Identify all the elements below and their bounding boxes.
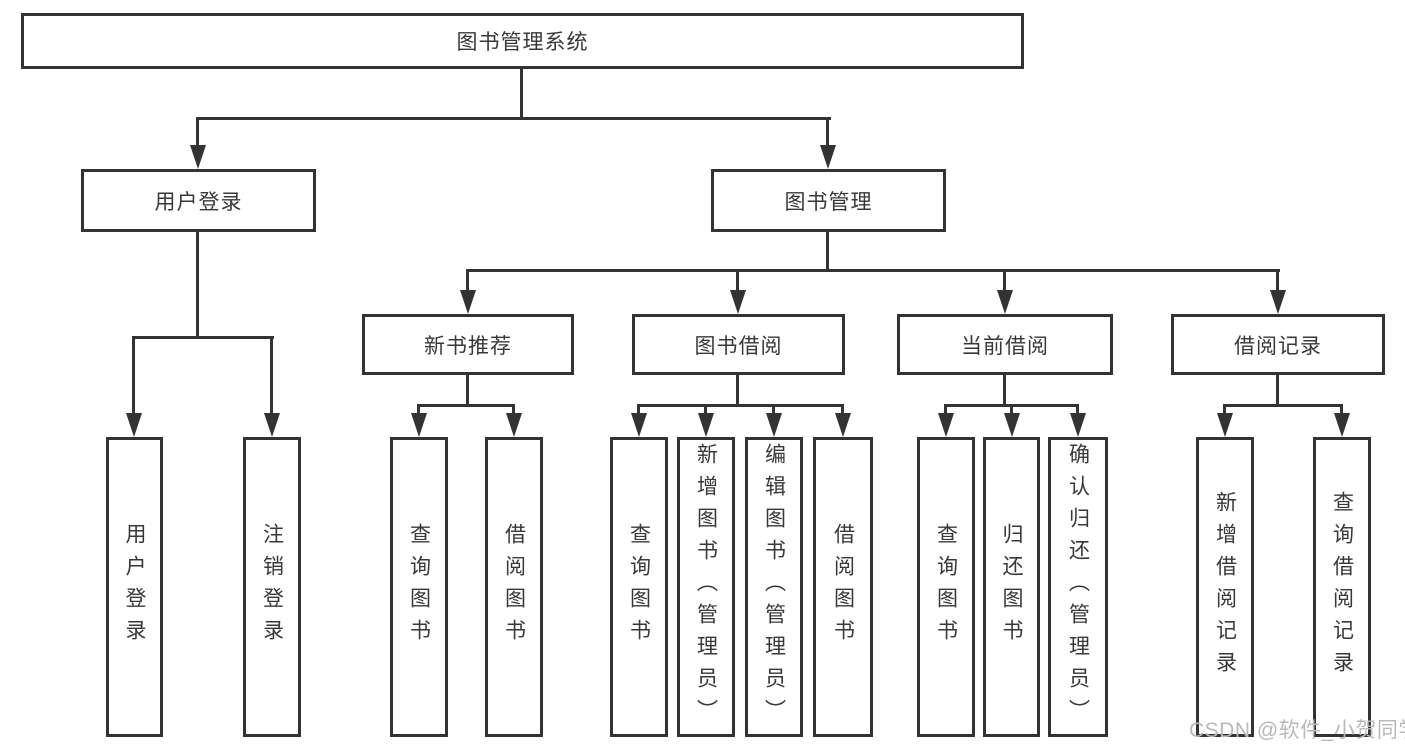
node-book-management: 图书管理 <box>711 169 946 232</box>
leaf-borrow-borrow: 借阅图书 <box>813 437 873 737</box>
node-book-borrow-label: 图书借阅 <box>694 334 783 358</box>
leaf-newbooks-borrow: 借阅图书 <box>485 437 543 737</box>
arrowhead-to-leaf-current-confirm <box>1070 413 1086 437</box>
leaf-logout: 注销登录 <box>243 437 301 737</box>
leaf-borrow-add-admin-label: 新增图书（管理员） <box>694 443 718 731</box>
connector-branch-newbooks <box>417 404 515 407</box>
arrowhead-to-leaf-records-add <box>1217 413 1233 437</box>
leaf-current-confirm-admin: 确认归还（管理员） <box>1048 437 1108 737</box>
connector-branch-bookborrow <box>637 404 843 407</box>
leaf-logout-label: 注销登录 <box>260 523 284 651</box>
node-user-login-label: 用户登录 <box>154 190 243 214</box>
connector-root-stem <box>520 69 523 120</box>
arrowhead-to-leaf-newbooks-query <box>411 413 427 437</box>
connector-leaf-stem <box>772 404 775 416</box>
arrowhead-to-leaf-logout <box>264 413 280 437</box>
arrowhead-to-book-borrow <box>730 290 746 314</box>
connector-newbooks-stem <box>466 269 469 292</box>
leaf-records-query: 查询借阅记录 <box>1313 437 1371 737</box>
arrowhead-to-new-book-recommend <box>460 290 476 314</box>
csdn-watermark: CSDN @软件_小贺同学 <box>1189 719 1405 742</box>
arrowhead-to-leaf-borrow-edit <box>766 413 782 437</box>
connector-bookborrow-stem <box>736 269 739 292</box>
leaf-records-add-label: 新增借阅记录 <box>1213 491 1237 683</box>
leaf-user-login: 用户登录 <box>106 437 163 737</box>
leaf-borrow-borrow-label: 借阅图书 <box>831 523 855 651</box>
arrowhead-to-leaf-current-query <box>938 413 954 437</box>
arrowhead-to-book-management <box>820 145 836 169</box>
arrowhead-to-leaf-borrow-add <box>698 413 714 437</box>
arrowhead-to-leaf-borrow-borrow <box>835 413 851 437</box>
connector-leaf-stem <box>512 404 515 416</box>
connector-branch-level3 <box>466 269 1280 272</box>
arrowhead-to-leaf-current-return <box>1004 413 1020 437</box>
node-user-login: 用户登录 <box>81 169 316 232</box>
arrowhead-to-leaf-borrow-query <box>631 413 647 437</box>
connector-leaf-stem <box>417 404 420 416</box>
leaf-current-return-label: 归还图书 <box>1000 523 1023 651</box>
arrowhead-to-user-login <box>190 145 206 169</box>
leaf-borrow-query-label: 查询图书 <box>627 523 651 651</box>
node-book-management-label: 图书管理 <box>784 190 873 214</box>
connector-newbooks-down <box>466 375 469 407</box>
connector-leaf-stem <box>1010 404 1013 416</box>
connector-leaf-stem <box>704 404 707 416</box>
connector-records-stem <box>1276 269 1279 292</box>
connector-leaf-stem <box>1076 404 1079 416</box>
connector-currentborrow-stem <box>1003 269 1006 292</box>
leaf-current-query: 查询图书 <box>917 437 975 737</box>
arrowhead-to-borrow-records <box>1270 290 1286 314</box>
connector-branch-userlogin <box>133 336 274 339</box>
arrowhead-to-leaf-records-query <box>1334 413 1350 437</box>
connector-currentborrow-down <box>1003 375 1006 407</box>
node-new-book-recommend-label: 新书推荐 <box>424 334 512 358</box>
leaf-records-query-label: 查询借阅记录 <box>1330 491 1354 683</box>
connector-leaf-stem <box>841 404 844 416</box>
node-current-borrow-label: 当前借阅 <box>961 334 1049 358</box>
connector-bookmgmt-down <box>826 232 829 272</box>
connector-leaf-stem <box>1223 404 1226 416</box>
node-book-borrow: 图书借阅 <box>632 314 845 375</box>
node-borrow-records: 借阅记录 <box>1171 314 1385 375</box>
leaf-borrow-edit-admin: 编辑图书（管理员） <box>745 437 803 737</box>
node-borrow-records-label: 借阅记录 <box>1234 334 1322 358</box>
connector-leaf-stem <box>637 404 640 416</box>
leaf-newbooks-query: 查询图书 <box>390 437 448 737</box>
connector-branch-level2 <box>196 117 831 120</box>
arrowhead-to-current-borrow <box>997 290 1013 314</box>
leaf-current-return: 归还图书 <box>983 437 1040 737</box>
leaf-borrow-add-admin: 新增图书（管理员） <box>677 437 735 737</box>
connector-bookborrow-down <box>736 375 739 407</box>
node-root: 图书管理系统 <box>21 13 1024 69</box>
connector-leaf-stem <box>1340 404 1343 416</box>
leaf-borrow-query: 查询图书 <box>610 437 668 737</box>
arrowhead-to-leaf-newbooks-borrow <box>506 413 522 437</box>
arrowhead-to-leaf-user-login <box>126 413 142 437</box>
leaf-current-query-label: 查询图书 <box>934 523 958 651</box>
connector-userlogin-stem <box>196 117 199 147</box>
connector-records-down <box>1276 375 1279 407</box>
connector-userlogin-down <box>196 232 199 339</box>
connector-leaf-userlogin-stem <box>132 336 135 415</box>
node-current-borrow: 当前借阅 <box>897 314 1113 375</box>
leaf-current-confirm-admin-label: 确认归还（管理员） <box>1066 443 1090 731</box>
connector-bookmgmt-stem <box>826 117 829 147</box>
node-root-label: 图书管理系统 <box>456 31 589 54</box>
connector-branch-records <box>1223 404 1342 407</box>
connector-leaf-logout-stem <box>270 336 273 415</box>
leaf-records-add: 新增借阅记录 <box>1196 437 1254 737</box>
leaf-newbooks-borrow-label: 借阅图书 <box>502 523 526 651</box>
leaf-borrow-edit-admin-label: 编辑图书（管理员） <box>762 443 786 731</box>
leaf-newbooks-query-label: 查询图书 <box>407 523 431 651</box>
node-new-book-recommend: 新书推荐 <box>362 314 574 375</box>
leaf-user-login-label: 用户登录 <box>123 523 146 651</box>
connector-leaf-stem <box>944 404 947 416</box>
